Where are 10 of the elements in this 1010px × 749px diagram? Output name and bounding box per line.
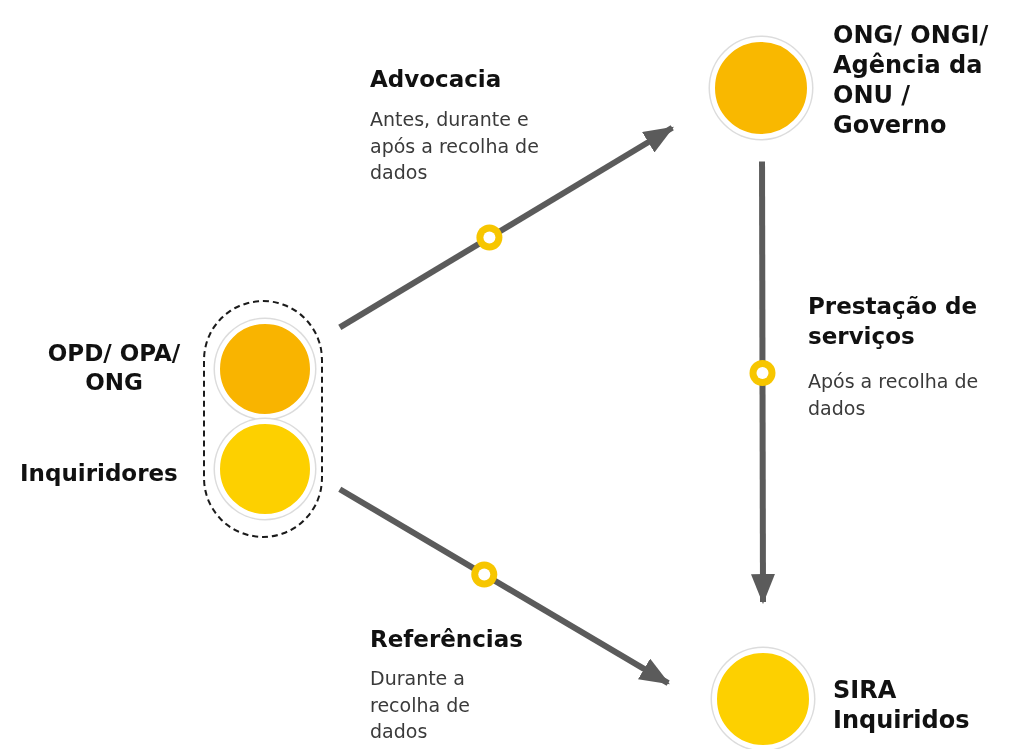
arrow [338, 486, 670, 686]
arrow [338, 125, 674, 330]
node-label: SIRA Inquiridos [833, 675, 971, 735]
note-text: Após a recolha de dados [808, 369, 980, 421]
note-text: Antes, durante e após a recolha de dados [370, 107, 540, 186]
node-label: OPD/ OPA/ ONG [46, 339, 182, 397]
note-text: Durante a recolha de dados [370, 666, 471, 745]
node-label: ONG/ ONGI/ Agência da ONU / Governo [833, 20, 990, 140]
arrow [750, 161, 775, 605]
node-label: Inquiridores [20, 459, 179, 488]
